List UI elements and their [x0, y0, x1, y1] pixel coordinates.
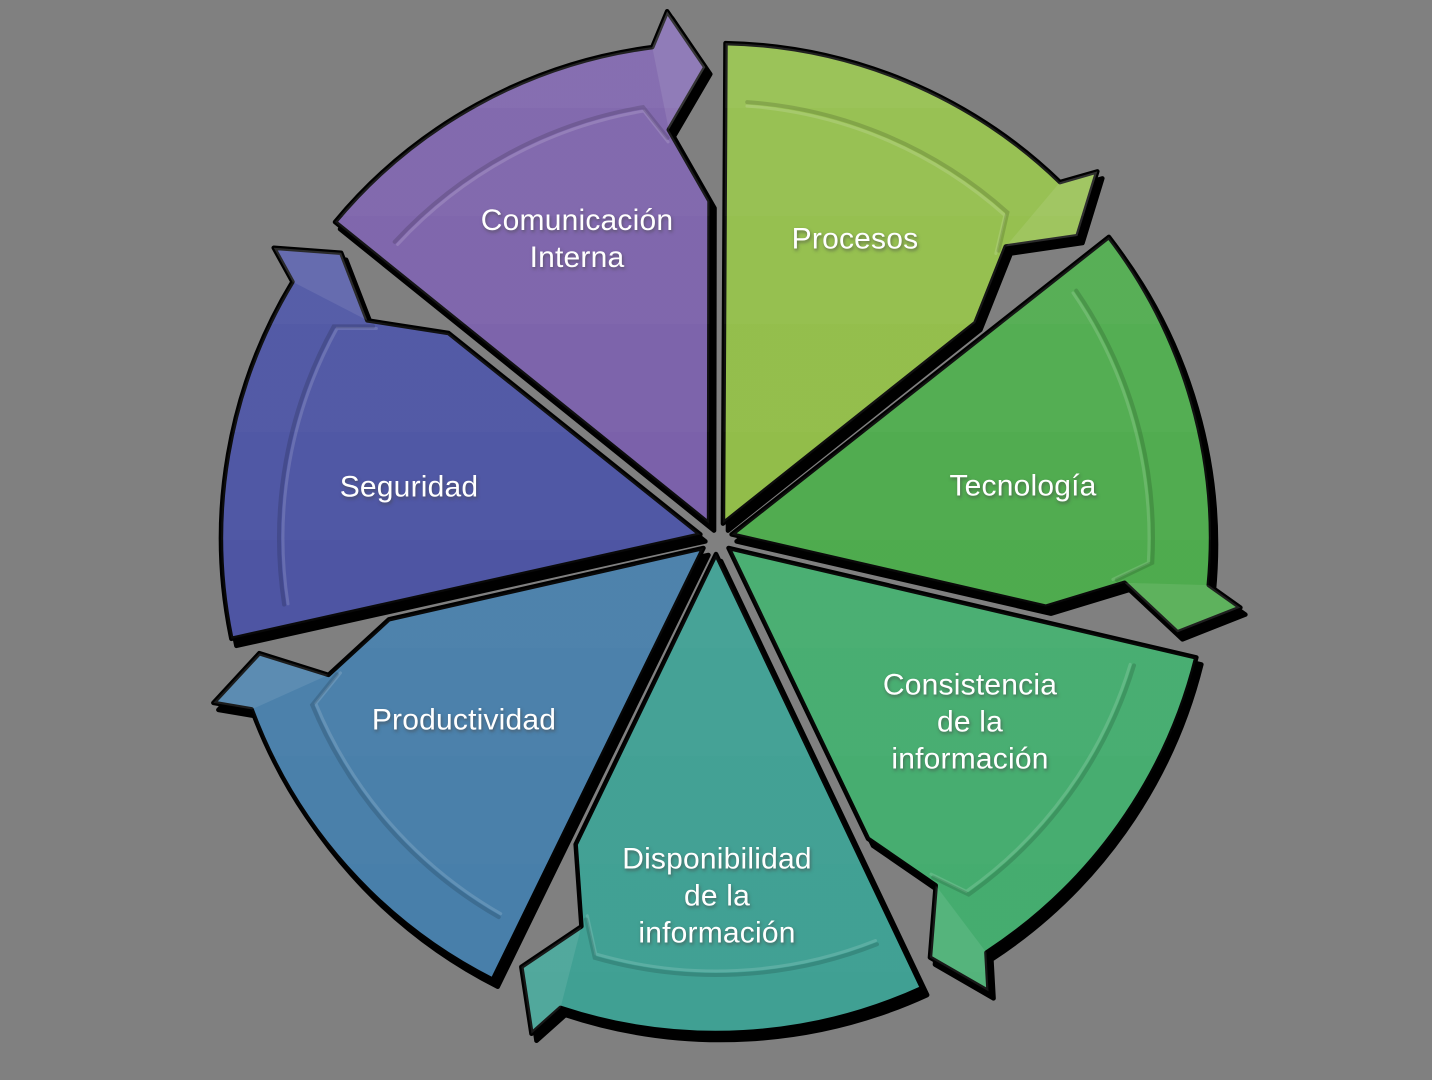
- segment-label: Seguridad: [340, 471, 479, 504]
- segment-banding: [334, 11, 710, 524]
- segment-label: Procesos: [792, 223, 919, 256]
- segment-swoosh: [392, 104, 670, 244]
- segment-swoosh-highlight: [1071, 291, 1151, 581]
- segment-arrowhead-highlight: [521, 926, 582, 1034]
- segment-swoosh: [584, 917, 879, 977]
- segment-swoosh-highlight: [396, 109, 670, 247]
- segment-banding: [722, 43, 1098, 524]
- segment-arrowhead-highlight: [213, 653, 329, 710]
- segment-productividad: Productividad: [211, 545, 706, 983]
- segment-banding: [731, 236, 1241, 633]
- segment-arrowhead-highlight: [1124, 582, 1241, 633]
- segment-arrowhead-highlight: [652, 11, 706, 130]
- segment-label: Productividad: [372, 704, 556, 737]
- segment-banding: [213, 547, 704, 980]
- segment-label: Tecnología: [949, 470, 1096, 503]
- segment-arrowhead-highlight: [1005, 171, 1098, 247]
- segment-swoosh-highlight: [745, 104, 1007, 256]
- segment-banding: [221, 247, 701, 639]
- segment-swoosh: [276, 324, 376, 607]
- segment-arrowhead-highlight: [273, 247, 368, 321]
- segment-swoosh: [745, 100, 1010, 253]
- segment-procesos: Procesos: [720, 40, 1100, 526]
- segment-swoosh: [931, 663, 1136, 897]
- segment-banding: [728, 547, 1197, 992]
- segment-banding: [521, 554, 923, 1034]
- segment-swoosh: [1074, 288, 1155, 582]
- segment-tecnologia: Tecnología: [729, 234, 1243, 635]
- segment-arrowhead-highlight: [929, 885, 989, 992]
- segment-swoosh-highlight: [585, 914, 877, 973]
- segment-seguridad: Seguridad: [218, 245, 703, 642]
- segment-swoosh: [309, 672, 501, 920]
- segment-swoosh-highlight: [281, 326, 378, 606]
- segment-swoosh-highlight: [314, 671, 503, 916]
- segment-swoosh-highlight: [929, 662, 1132, 894]
